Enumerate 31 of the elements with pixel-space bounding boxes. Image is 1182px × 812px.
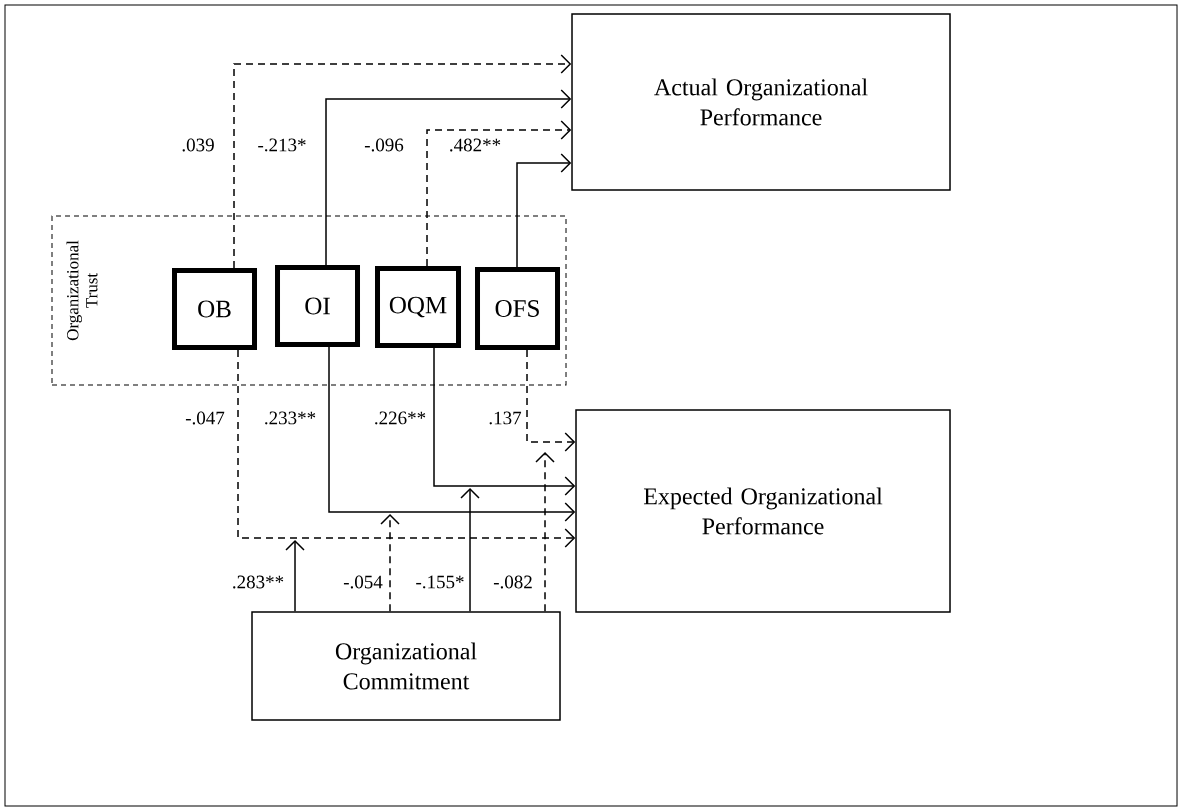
factor-box: OQM xyxy=(375,266,461,348)
edge-label: -.096 xyxy=(363,137,405,153)
construct-box: Actual Organizational Performance xyxy=(571,13,951,191)
arrow xyxy=(328,346,576,522)
edge-label: .233** xyxy=(262,410,318,426)
edge-label: .137 xyxy=(487,410,523,426)
factor-box: OI xyxy=(275,265,360,347)
edge-label: .283** xyxy=(230,574,286,590)
edge-label: .039 xyxy=(180,137,216,153)
factor-box: OB xyxy=(172,268,257,350)
edge-label: -.054 xyxy=(342,574,384,590)
arrow xyxy=(433,347,576,496)
arrow xyxy=(380,514,400,612)
arrow xyxy=(516,153,572,268)
edge-label: -.155* xyxy=(414,574,466,590)
factor-box: OFS xyxy=(475,267,560,350)
construct-box: Organizational Commitment xyxy=(251,611,561,721)
arrow xyxy=(460,488,480,612)
arrow xyxy=(325,89,572,266)
arrow xyxy=(237,349,576,548)
arrow xyxy=(426,120,572,267)
arrow xyxy=(535,452,555,612)
edge-label: -.047 xyxy=(184,410,226,426)
edge-label: .482** xyxy=(447,137,503,153)
edge-label: -.213* xyxy=(256,137,308,153)
construct-box: Expected Organizational Performance xyxy=(575,409,951,613)
edge-label: .226** xyxy=(372,410,428,426)
edge-label: -.082 xyxy=(492,574,534,590)
arrow xyxy=(285,540,305,612)
arrow xyxy=(233,54,572,269)
arrow xyxy=(526,349,576,452)
